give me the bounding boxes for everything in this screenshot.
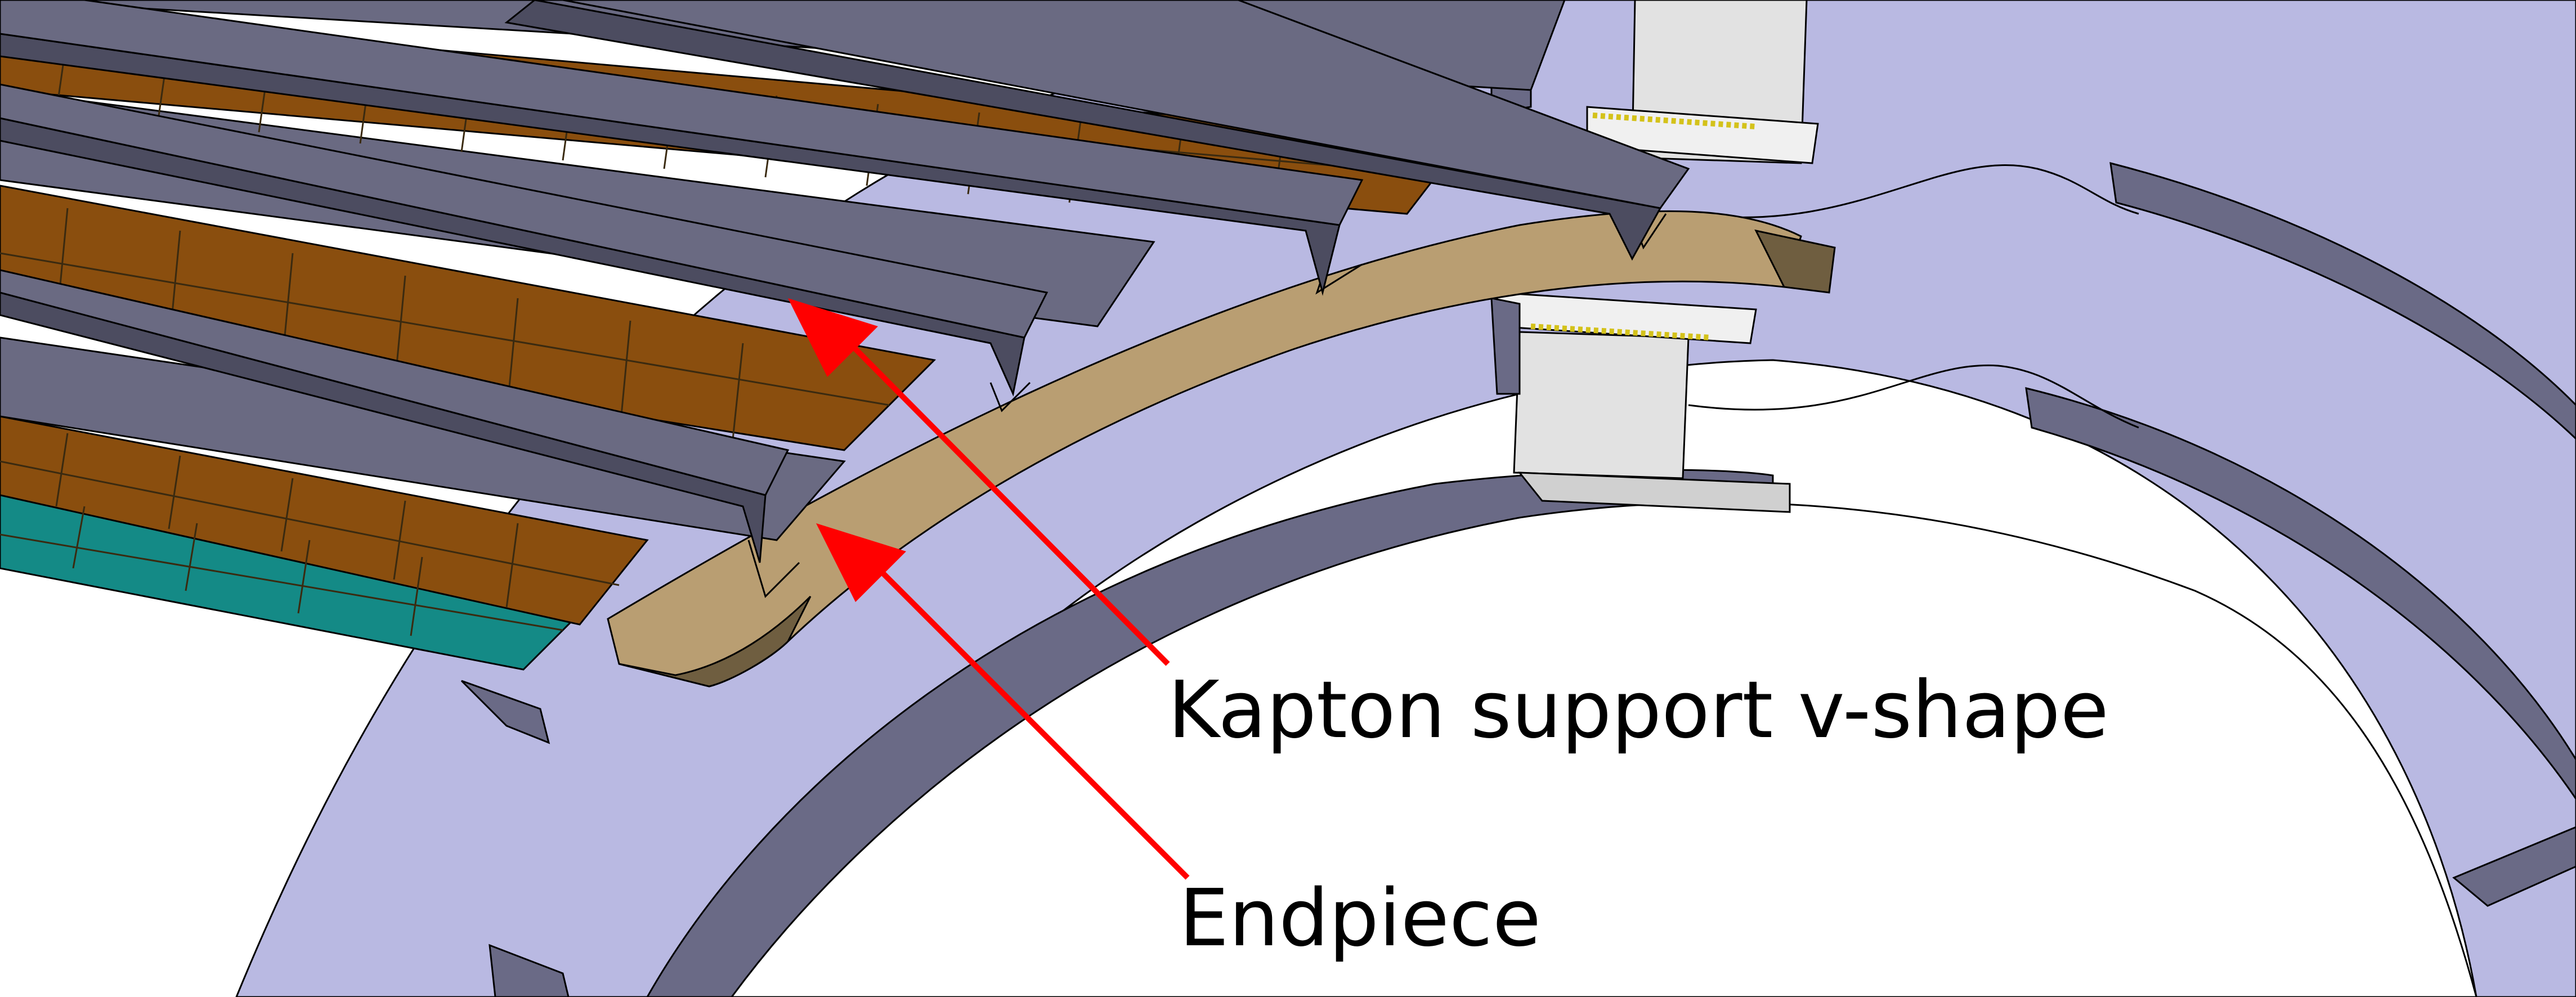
- ring-notch-bottom: [489, 944, 570, 997]
- callouts: Kapton support v-shape Endpiece: [788, 298, 2109, 964]
- endpiece-arrowhead: [816, 523, 906, 602]
- kapton-label: Kapton support v-shape: [1168, 664, 2109, 756]
- kapton-v-shape-4-top: [0, 269, 790, 496]
- bracket-lower-foot: [1517, 471, 1791, 513]
- kapton-v-shape-1: [504, 0, 1662, 261]
- bracket-flange-left: [1490, 297, 1521, 395]
- ring-parting-line: [1688, 364, 2139, 429]
- endpiece-side: [619, 595, 812, 688]
- ring-right-groove: [2109, 161, 2576, 441]
- endpiece-end: [1754, 229, 1836, 294]
- bracket-springs-upper: [1592, 113, 1757, 129]
- bracket-lower: [1513, 331, 1690, 479]
- stave-brown-layer-3: [0, 415, 649, 626]
- endpiece-vgroove: [747, 174, 1667, 598]
- kapton-v-shape-1-top: [562, 0, 1690, 209]
- kapton-v-shape-3-top: [0, 83, 1049, 339]
- ring-parting-line-2: [1688, 164, 2139, 218]
- stave-brown-layer-2: [0, 185, 937, 451]
- kapton-arrow-line: [836, 330, 1170, 666]
- endpiece-arrow-line: [864, 555, 1190, 880]
- bracket-springs-lower: [1530, 324, 1712, 340]
- mounting-brackets: [1490, 0, 1819, 513]
- kapton-v-shape-2-top: [0, 0, 1364, 226]
- endpiece-label: Endpiece: [1179, 873, 1541, 964]
- ring-right-groove-2: [2025, 387, 2576, 801]
- ring-notch-left: [460, 680, 550, 744]
- kapton-supports: [0, 0, 1690, 563]
- ring-notch-right: [2452, 826, 2576, 907]
- kapton-arrowhead: [788, 298, 878, 377]
